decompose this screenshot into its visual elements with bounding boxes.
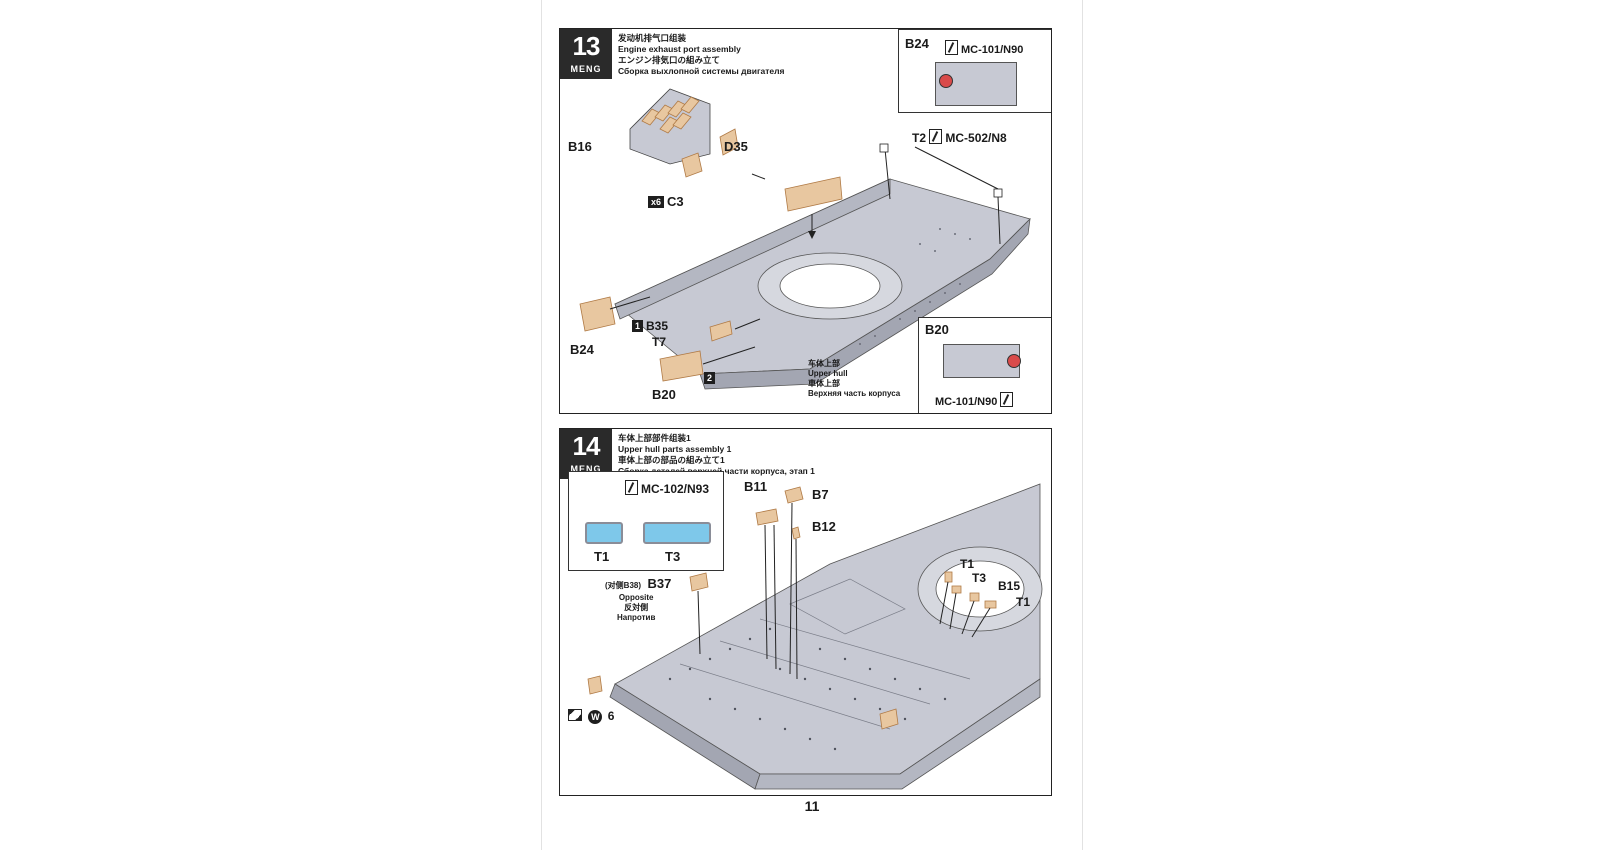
glass-t1-label: T1: [594, 549, 610, 564]
step-13-badge: 13 MENG: [560, 29, 612, 79]
part-t1: T1: [960, 557, 975, 571]
paint-brush-icon: [929, 129, 943, 144]
upper-hull-label: 车体上部 Upper hull 車体上部 Верхняя часть корпу…: [808, 359, 901, 398]
opposite-note: Opposite 反対側 Напротив: [616, 593, 656, 622]
part-d35: D35: [724, 139, 748, 154]
inset-periscope-glass: MC-102/N93 T1 T3: [568, 471, 724, 571]
inset-part-label: B20: [925, 322, 949, 337]
d35-part: [719, 128, 739, 156]
title-cn: 车体上部部件组装1: [618, 433, 691, 443]
paint-marker-icon: [1007, 354, 1021, 368]
inset-b20: B20 MC-101/N90: [918, 317, 1051, 413]
paint-marker-icon: [939, 74, 953, 88]
part-b16: B16: [568, 139, 592, 154]
b7-part: [784, 486, 804, 504]
part-b11: B11: [744, 479, 768, 494]
t2-small-part: [879, 143, 889, 153]
exhaust-duct: [784, 176, 843, 212]
page-number: 11: [804, 798, 820, 814]
part-t2-paint: T2 MC-502/N8: [912, 129, 1007, 145]
hull-side-wall: [699, 217, 1031, 390]
step-number: 14: [572, 431, 601, 461]
part-b20: B20: [652, 387, 676, 402]
b15-part: [969, 592, 980, 602]
brand-logo: MENG: [570, 64, 602, 74]
step-14-panel: 14 MENG 车体上部部件组装1 Upper hull parts assem…: [559, 428, 1052, 796]
part-t7: T7: [652, 335, 667, 349]
glass-t1: [585, 522, 623, 544]
w6-part: [587, 675, 603, 695]
opposite-part-note: (对侧B38): [605, 581, 642, 590]
part-t1: T1: [1016, 595, 1031, 609]
part-b37: B37: [647, 576, 672, 591]
title-cn: 发动机排气口组装: [618, 33, 687, 43]
t2-small-part: [993, 188, 1003, 198]
hull-right-plate: [754, 678, 1041, 790]
turret-opening: [935, 560, 1025, 618]
part-b24: B24: [570, 342, 594, 357]
glass-t3: [643, 522, 711, 544]
mirror-icon: [568, 709, 582, 721]
paint-code-label: MC-101/N90: [945, 40, 1023, 56]
title-en: Upper hull parts assembly 1: [618, 444, 732, 454]
t1-part: [944, 571, 953, 583]
t3-part: [951, 585, 962, 594]
b24-part: [579, 296, 616, 332]
hull-exhaust-illustration: [579, 88, 1031, 390]
part-b12: B12: [812, 519, 836, 534]
step-14-badge: 14 MENG: [560, 429, 612, 479]
title-jp: エンジン排気口の組み立て: [618, 55, 721, 65]
t1-part: [984, 600, 997, 609]
part-b37-callout: (对侧B38) B37 Opposite 反対側 Напротив: [605, 575, 671, 623]
turret-opening: [779, 263, 881, 309]
arrow-head: [808, 231, 816, 239]
part-w6: W 6: [568, 709, 614, 724]
title-en: Engine exhaust port assembly: [618, 44, 741, 54]
c3-part: [681, 152, 703, 178]
hull-fitting: [879, 708, 899, 730]
b37-part: [689, 572, 709, 592]
upper-hull-illustration: [587, 483, 1043, 790]
paint-brush-icon: [945, 40, 958, 55]
part-t3: T3: [972, 571, 987, 585]
brand-logo: MENG: [570, 464, 602, 474]
b20-part: [659, 350, 704, 382]
sequence-badge: 2: [704, 372, 716, 384]
inset-part-label: B24: [905, 36, 929, 51]
sequence-badge: 1: [632, 320, 644, 332]
b12-part: [791, 526, 801, 540]
part-b7: B7: [812, 487, 829, 502]
sprue-w-badge: W: [588, 710, 603, 724]
step-13-panel: 13 MENG 发动机排气口组装 Engine exhaust port ass…: [559, 28, 1052, 414]
step-13-titles: 发动机排气口组装 Engine exhaust port assembly エン…: [618, 33, 784, 77]
part-b15: B15: [998, 579, 1021, 593]
b35-part: [709, 320, 733, 342]
b11-part: [755, 508, 779, 526]
paint-brush-icon: [625, 480, 638, 495]
inset-b24: B24 MC-101/N90: [898, 29, 1051, 113]
title-ru: Сборка выхлопной системы двигателя: [618, 66, 785, 76]
instruction-page: 13 MENG 发动机排气口组装 Engine exhaust port ass…: [541, 0, 1083, 850]
paint-code-label: MC-101/N90: [935, 392, 1016, 408]
paint-code-label: MC-102/N93: [625, 480, 709, 496]
step-number: 13: [572, 31, 601, 61]
title-jp: 車体上部の部品の組み立て1: [618, 455, 725, 465]
quantity-badge: x6: [648, 196, 665, 208]
paint-brush-icon: [1000, 392, 1014, 407]
glass-t3-label: T3: [665, 549, 681, 564]
